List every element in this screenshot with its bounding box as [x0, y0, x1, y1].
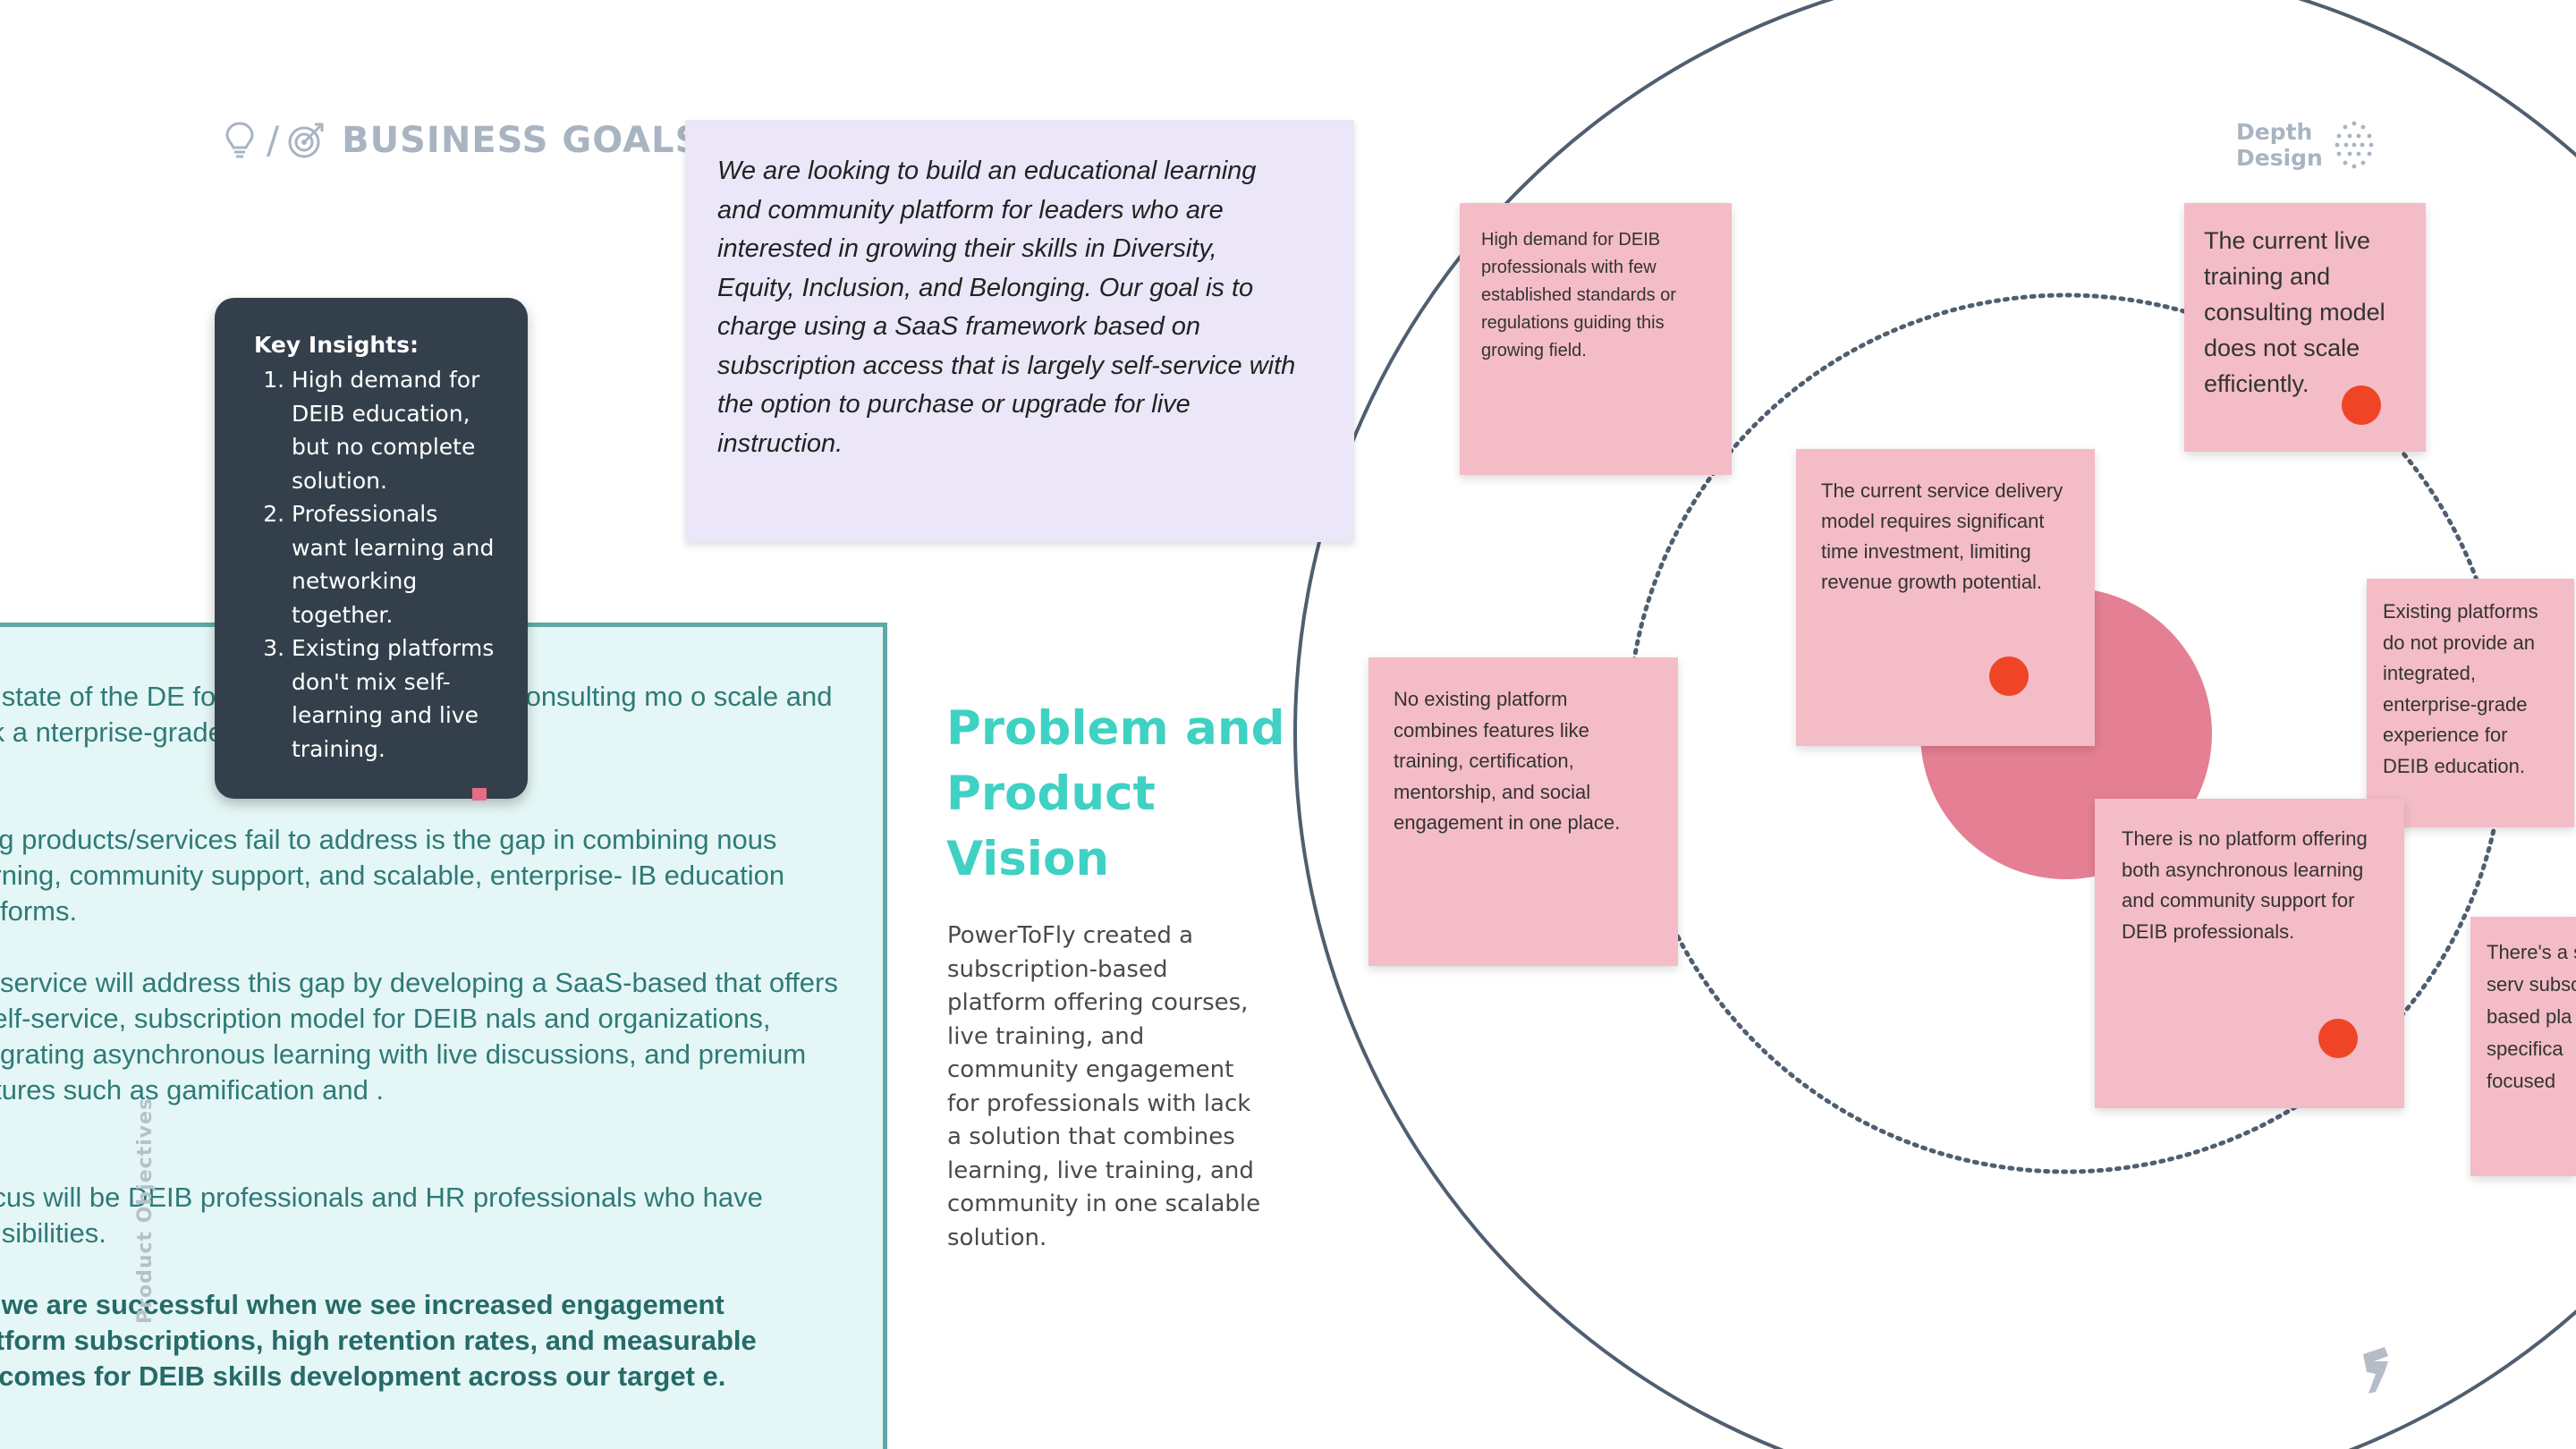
insight-item: Professionals want learning and networki… [292, 497, 496, 631]
key-insights-card[interactable]: Key Insights: High demand for DEIB educa… [215, 298, 528, 801]
business-goals-header: / BUSINESS GOALS [220, 118, 701, 162]
sticky-text: There is no platform offering both async… [2122, 827, 2368, 943]
target-icon [286, 121, 326, 160]
insight-item: Existing platforms don't mix self-learni… [292, 631, 496, 766]
priority-dot [2318, 1019, 2358, 1058]
key-insights-list: High demand for DEIB education, but no c… [254, 363, 496, 766]
header-slash: / [267, 118, 280, 162]
outer-circle [1293, 0, 2576, 1449]
sticky-text: High demand for DEIB professionals with … [1481, 230, 1676, 360]
sticky-text: The current live training and consulting… [2204, 227, 2385, 397]
sticky-note[interactable]: High demand for DEIB professionals with … [1460, 203, 1732, 475]
depth-design-logo: Depth Design [2236, 118, 2375, 172]
sticky-note[interactable]: The current service delivery model requi… [1796, 449, 2095, 746]
sticky-note[interactable]: The current live training and consulting… [2184, 203, 2426, 452]
sticky-note[interactable]: There is no platform offering both async… [2095, 799, 2404, 1108]
sticky-note[interactable]: There's a self-serv subscript based pla … [2470, 917, 2576, 1176]
logo-line-2: Design [2236, 145, 2323, 171]
dotted-sphere-icon [2334, 121, 2374, 169]
vision-sticky-note[interactable]: We are looking to build an educational l… [685, 120, 1354, 542]
sticky-text: There's a self-serv subscript based pla … [2487, 941, 2576, 1092]
vision-note-text: We are looking to build an educational l… [717, 157, 1296, 458]
product-objectives-label: Product Objectives [134, 1097, 157, 1324]
objective-paragraph: l focus will be DEIB professionals and H… [0, 1182, 763, 1249]
objective-success-paragraph: ow we are successful when we see increas… [0, 1289, 757, 1392]
objective-paragraph: sting products/services fail to address … [0, 824, 785, 927]
lightbulb-icon [220, 121, 259, 160]
priority-dot [1989, 657, 2029, 696]
insight-item: High demand for DEIB education, but no c… [292, 363, 496, 497]
connector-marker [472, 788, 487, 801]
brand-logo-icon [2363, 1347, 2388, 1394]
sticky-text: No existing platform combines features l… [1394, 688, 1621, 834]
sticky-text: Existing platforms do not provide an int… [2383, 600, 2538, 777]
sticky-text: The current service delivery model requi… [1821, 479, 2063, 593]
logo-line-1: Depth [2236, 119, 2313, 145]
page-title: BUSINESS GOALS [342, 119, 702, 161]
sticky-note[interactable]: Existing platforms do not provide an int… [2367, 579, 2574, 827]
sticky-note[interactable]: No existing platform combines features l… [1368, 657, 1678, 966]
problem-vision-description: PowerToFly created a subscription-based … [947, 922, 1261, 1251]
key-insights-title: Key Insights: [254, 332, 419, 358]
objective-paragraph: uct/service will address this gap by dev… [0, 967, 838, 1106]
priority-dot [2342, 386, 2381, 425]
problem-vision-title: Problem and Product Vision [946, 701, 1285, 886]
